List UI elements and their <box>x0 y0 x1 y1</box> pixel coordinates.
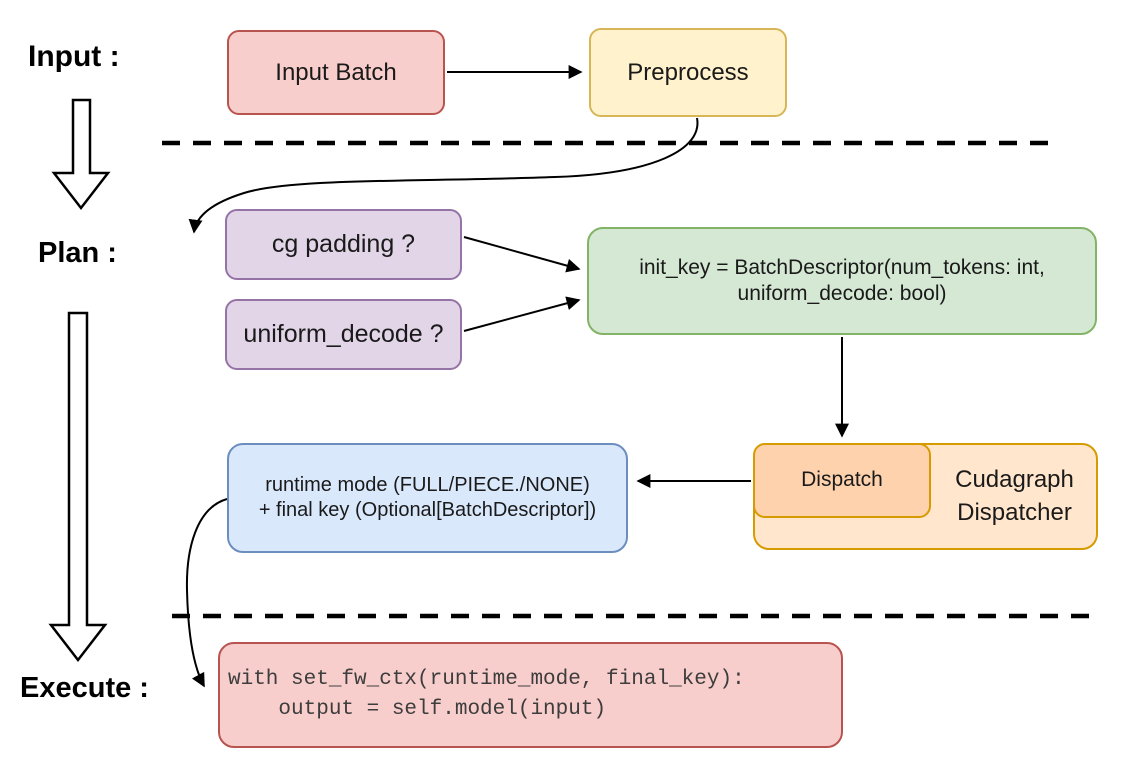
arrow-uniform-decode-to-init-key <box>463 296 581 332</box>
stage-label-input: Input : <box>28 40 120 73</box>
node-dispatch: Dispatch <box>753 443 931 518</box>
node-dispatch-label: Dispatch <box>801 468 883 492</box>
node-init-key: init_key = BatchDescriptor(num_tokens: i… <box>587 227 1097 335</box>
node-input-batch-label: Input Batch <box>275 58 397 86</box>
node-cudagraph-dispatcher-label: Cudagraph Dispatcher <box>933 445 1096 548</box>
node-uniform-decode-label: uniform_decode ? <box>243 319 444 348</box>
arrow-preprocess-to-cg-padding <box>188 117 699 234</box>
node-runtime-mode-line1: runtime mode (FULL/PIECE./NONE) <box>265 474 590 496</box>
node-init-key-line2: uniform_decode: bool) <box>737 282 947 305</box>
node-cudagraph-dispatcher-line2: Dispatcher <box>957 498 1072 526</box>
node-preprocess: Preprocess <box>589 28 787 117</box>
node-cg-padding: cg padding ? <box>225 209 462 280</box>
arrow-runtime-mode-to-code <box>185 498 228 688</box>
node-runtime-mode-line2: + final key (Optional[BatchDescriptor]) <box>258 499 597 521</box>
node-init-key-line1: init_key = BatchDescriptor(num_tokens: i… <box>639 255 1045 279</box>
node-cg-padding-label: cg padding ? <box>271 229 416 258</box>
node-execute-code-line1: with set_fw_ctx(runtime_mode, final_key)… <box>228 667 745 691</box>
node-preprocess-label: Preprocess <box>627 58 749 86</box>
node-runtime-mode: runtime mode (FULL/PIECE./NONE) + final … <box>227 443 628 553</box>
node-cudagraph-dispatcher-line1: Cudagraph <box>955 466 1074 494</box>
node-execute-code: with set_fw_ctx(runtime_mode, final_key)… <box>218 642 843 748</box>
node-input-batch: Input Batch <box>227 30 445 115</box>
stage-label-plan: Plan : <box>38 237 117 269</box>
node-uniform-decode: uniform_decode ? <box>225 299 462 370</box>
hollow-down-arrow-input-to-plan <box>51 98 111 211</box>
hollow-down-arrow-plan-to-execute <box>48 311 108 663</box>
stage-label-execute: Execute : <box>20 672 149 704</box>
arrow-cg-padding-to-init-key <box>463 236 581 273</box>
node-execute-code-line2: output = self.model(input) <box>228 698 607 721</box>
